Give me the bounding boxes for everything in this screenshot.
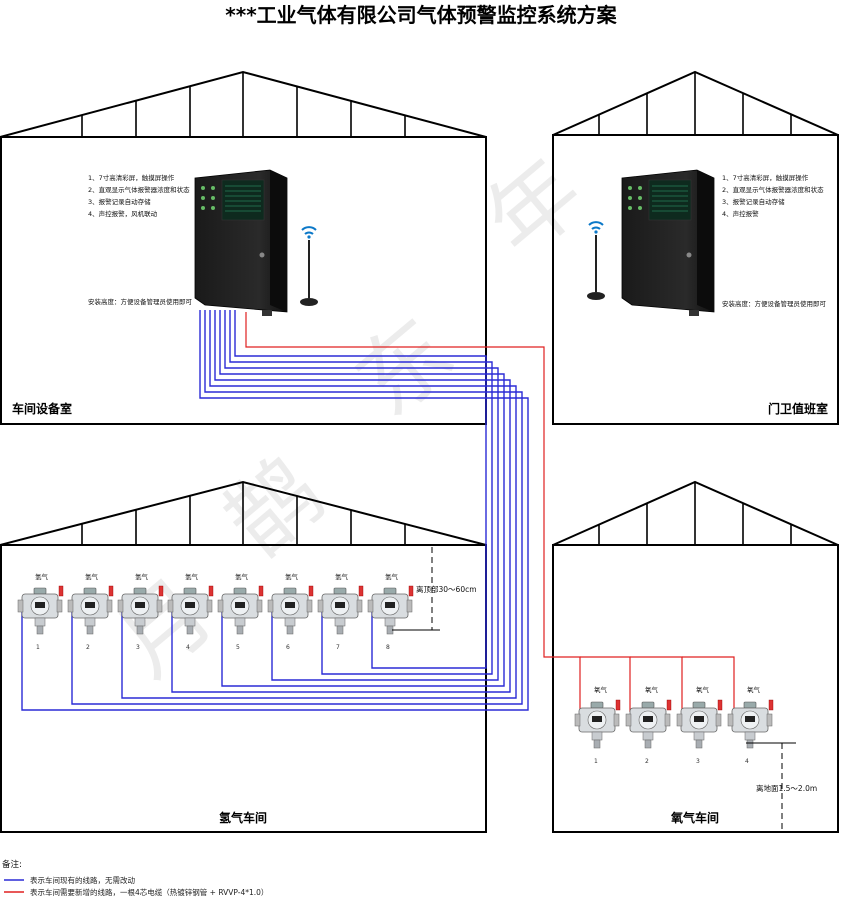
guard-room: 门卫值班室 [552,70,839,425]
guard-feature-3: 3、报警记录自动存储 [722,197,785,206]
svg-text:年: 年 [467,139,603,277]
svg-text:8: 8 [386,644,390,651]
svg-text:氢气: 氢气 [235,572,249,581]
hydrogen-height-marker: 离顶部30～60cm [392,547,477,631]
svg-text:氢气: 氢气 [335,572,349,581]
legend: 备注: 表示车间现有的线路，无需改动 表示车间需要新增的线路，一根4芯电缆（热镀… [2,859,268,897]
hydrogen-detector: 氢气 1 [17,572,64,651]
svg-text:1: 1 [36,644,40,651]
svg-text:氢气: 氢气 [35,572,49,581]
svg-text:氧气: 氧气 [645,685,659,694]
svg-text:氢气: 氢气 [385,572,399,581]
guard-feature-4: 4、声控报警 [722,209,759,218]
hydrogen-detector: 氢气 3 [117,572,164,651]
svg-text:氢气: 氢气 [185,572,199,581]
svg-text:3: 3 [696,758,700,765]
antenna-icon [587,221,605,300]
guard-room-label: 门卫值班室 [768,401,828,416]
hydrogen-detector: 氢气 7 [317,572,364,651]
hydrogen-workshop-label: 氢气车间 [219,810,267,825]
hydrogen-workshop: 氢气车间 [0,480,487,833]
new-wiring [245,312,735,712]
legend-existing-text: 表示车间现有的线路，无需改动 [30,875,135,885]
svg-text:氧气: 氧气 [696,685,710,694]
install-note-right: 安装高度：方便设备管理员使用即可 [722,299,827,308]
svg-text:4: 4 [745,758,749,765]
svg-text:1: 1 [594,758,598,765]
install-note-left: 安装高度：方便设备管理员使用即可 [88,297,193,306]
feature-3: 3、报警记录自动存储 [88,197,151,206]
page-title: ***工业气体有限公司气体预警监控系统方案 [225,3,617,27]
svg-text:2: 2 [86,644,90,651]
feature-2: 2、直观显示气体报警器浓度和状态 [88,185,190,194]
oxygen-height-label: 离地面1.5～2.0m [756,783,817,793]
equipment-room-label: 车间设备室 [12,401,72,416]
svg-text:3: 3 [136,644,140,651]
equipment-room: 车间设备室 [0,70,487,425]
svg-text:氧气: 氧气 [747,685,761,694]
legend-heading: 备注: [2,859,22,870]
svg-text:鹊: 鹊 [207,439,343,577]
svg-text:氢气: 氢气 [135,572,149,581]
oxygen-detector: 氧气 1 [574,685,621,765]
guard-feature-1: 1、7寸高清彩屏，触摸屏操作 [722,173,809,182]
legend-new-text: 表示车间需要新增的线路，一根4芯电缆（热镀锌钢管 + RVVP-4*1.0） [30,887,268,897]
hydrogen-detector: 氢气 5 [217,572,264,651]
hydrogen-detector: 氢气 4 [167,572,214,651]
main-controller [194,169,288,316]
svg-text:氢气: 氢气 [285,572,299,581]
hydrogen-detector: 氢气 2 [67,572,114,651]
controller-features: 1、7寸高清彩屏，触摸屏操作 2、直观显示气体报警器浓度和状态 3、报警记录自动… [88,173,190,218]
hydrogen-detector: 氢气 8 [367,572,414,651]
svg-text:月: 月 [97,559,233,697]
oxygen-workshop: 氧气车间 [552,480,839,833]
oxygen-detector: 氧气 2 [625,685,672,765]
guard-feature-2: 2、直观显示气体报警器浓度和状态 [722,185,824,194]
feature-4: 4、声控报警，风机联动 [88,209,158,218]
oxygen-workshop-label: 氧气车间 [670,810,719,825]
oxygen-detector: 氧气 4 [727,685,774,765]
hydrogen-detector: 氢气 6 [267,572,314,651]
oxygen-height-marker: 离地面1.5～2.0m [746,742,817,832]
hydrogen-height-label: 离顶部30～60cm [416,584,477,594]
guard-features: 1、7寸高清彩屏，触摸屏操作 2、直观显示气体报警器浓度和状态 3、报警记录自动… [722,173,824,218]
antenna-icon [300,226,318,306]
svg-text:氧气: 氧气 [594,685,608,694]
svg-text:氢气: 氢气 [85,572,99,581]
svg-text:4: 4 [186,644,190,651]
svg-text:2: 2 [645,758,649,765]
oxygen-detector: 氧气 3 [676,685,723,765]
svg-text:6: 6 [286,644,290,651]
guard-controller [621,169,715,316]
feature-1: 1、7寸高清彩屏，触摸屏操作 [88,173,175,182]
existing-wiring [21,310,529,711]
svg-text:7: 7 [336,644,340,651]
svg-text:5: 5 [236,644,240,651]
